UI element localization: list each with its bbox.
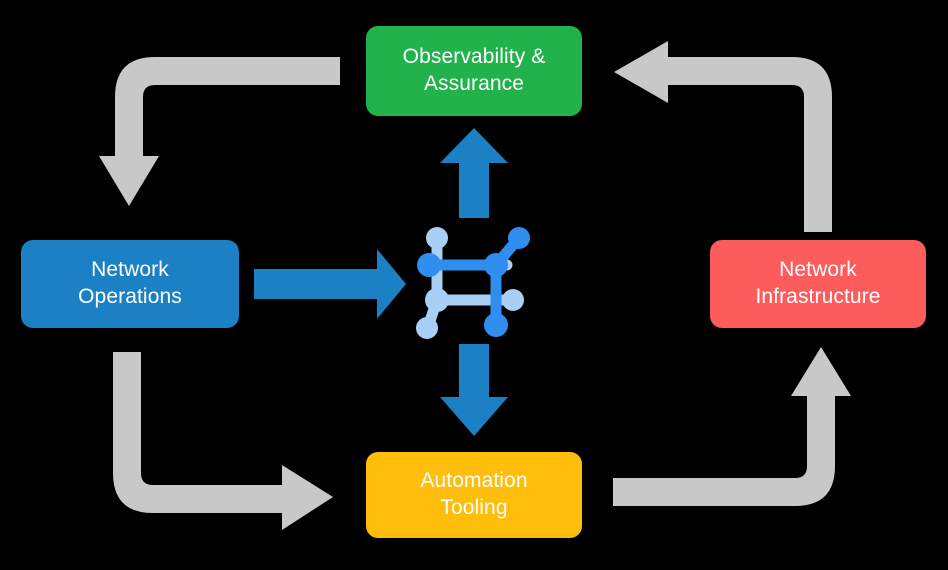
box-network-operations[interactable]: Network Operations	[21, 240, 239, 328]
flow-arrow-infrastructure-to-observability	[614, 41, 832, 232]
box-network-infrastructure[interactable]: Network Infrastructure	[710, 240, 926, 328]
flow-arrow-observability-to-operations	[99, 57, 340, 206]
icon-edges-primary	[423, 233, 524, 331]
direct-arrow-operations-to-center	[254, 249, 406, 319]
direct-arrow-center-to-observability	[440, 128, 508, 218]
box-network-operations-label: Network Operations	[78, 258, 182, 308]
flow-arrow-operations-to-automation	[113, 352, 333, 530]
icon-nodes-secondary	[416, 227, 524, 339]
icon-nodes-primary	[417, 227, 530, 337]
box-observability-assurance[interactable]: Observability & Assurance	[366, 26, 582, 116]
box-network-infrastructure-label: Network Infrastructure	[755, 258, 881, 308]
box-automation-tooling[interactable]: Automation Tooling	[366, 452, 582, 538]
direct-arrow-center-to-automation	[440, 344, 508, 436]
box-observability-label: Observability & Assurance	[402, 45, 546, 95]
icon-edges-secondary	[422, 233, 517, 333]
box-automation-tooling-label: Automation Tooling	[420, 469, 528, 519]
flow-arrow-automation-to-infrastructure	[613, 347, 851, 506]
